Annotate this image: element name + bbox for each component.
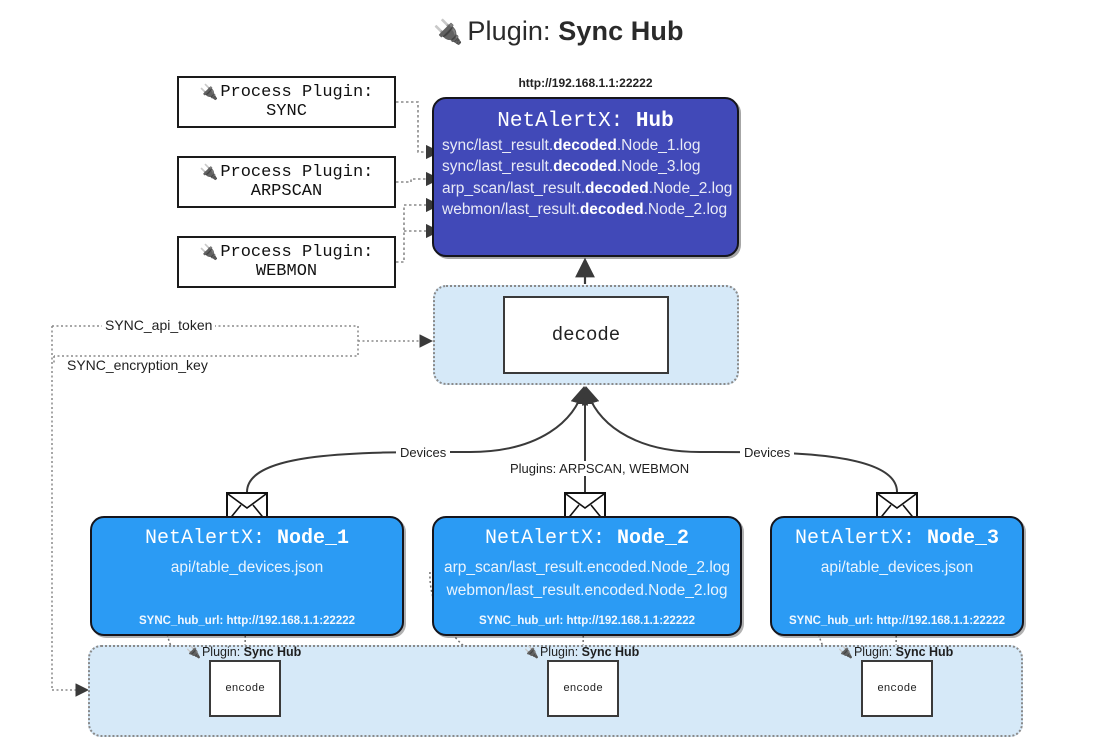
node-hub-url: SYNC_hub_url: http://192.168.1.1:22222 — [478, 615, 696, 627]
hub-log-line: arp_scan/last_result.decoded.Node_2.log — [442, 179, 733, 197]
edge-label-plugins-center: Plugins: ARPSCAN, WEBMON — [506, 461, 694, 476]
encode-box[interactable]: encode — [861, 660, 933, 717]
node-log-line: arp_scan/last_result.encoded.Node_2.log — [443, 559, 731, 576]
node-log-line: webmon/last_result.encoded.Node_2.log — [446, 582, 728, 599]
node-box-node-3[interactable]: NetAlertX: Node_3 api/table_devices.json… — [770, 516, 1024, 636]
plug-icon: 🔌 — [433, 19, 464, 46]
setting-encryption-key-label: SYNC_encryption_key — [64, 357, 211, 373]
decode-box[interactable]: decode — [503, 296, 669, 374]
node-log-line: api/table_devices.json — [170, 559, 324, 576]
plug-icon: 🔌 — [186, 645, 201, 659]
node-title: NetAlertX: Node_3 — [794, 527, 1000, 550]
node-hub-url: SYNC_hub_url: http://192.168.1.1:22222 — [788, 615, 1006, 627]
hub-log-line: sync/last_result.decoded.Node_3.log — [442, 158, 701, 175]
hub-node[interactable]: NetAlertX: Hub sync/last_result.decoded.… — [432, 97, 739, 257]
process-plugin-line1: 🔌Process Plugin: — [199, 83, 374, 102]
process-plugin-line2: SYNC — [266, 102, 307, 121]
page-title: 🔌Plugin: Sync Hub — [0, 16, 1117, 47]
process-plugin-box-sync[interactable]: 🔌Process Plugin: SYNC — [177, 76, 396, 128]
process-plugin-line2: ARPSCAN — [250, 182, 323, 201]
hub-title: NetAlertX: Hub — [497, 110, 674, 133]
hub-url-label: http://192.168.1.1:22222 — [518, 76, 653, 90]
edge-label-devices-right: Devices — [740, 445, 795, 460]
process-plugin-box-webmon[interactable]: 🔌Process Plugin: WEBMON — [177, 236, 396, 288]
setting-api-token-label: SYNC_api_token — [102, 317, 216, 333]
encoder-plugin-label: 🔌Plugin: Sync Hub — [524, 645, 640, 659]
encoder-plugin-label: 🔌Plugin: Sync Hub — [186, 645, 302, 659]
plug-icon: 🔌 — [199, 245, 219, 262]
plug-icon: 🔌 — [524, 645, 539, 659]
page-title-name: Sync Hub — [558, 16, 684, 46]
hub-log-line: sync/last_result.decoded.Node_1.log — [442, 136, 701, 154]
node-box-node-2[interactable]: NetAlertX: Node_2 arp_scan/last_result.e… — [432, 516, 742, 636]
node-log-line: api/table_devices.json — [820, 559, 974, 576]
process-plugin-line2: WEBMON — [255, 262, 318, 281]
edge-label-devices-left: Devices — [396, 445, 451, 460]
plug-icon: 🔌 — [199, 165, 219, 182]
node-title: NetAlertX: Node_2 — [484, 527, 690, 550]
process-plugin-line1: 🔌Process Plugin: — [199, 243, 374, 262]
node-hub-url: SYNC_hub_url: http://192.168.1.1:22222 — [138, 615, 356, 627]
page-title-prefix: Plugin: — [467, 16, 551, 46]
node-box-node-1[interactable]: NetAlertX: Node_1 api/table_devices.json… — [90, 516, 404, 636]
process-plugin-box-arpscan[interactable]: 🔌Process Plugin: ARPSCAN — [177, 156, 396, 208]
encoder-plugin-label: 🔌Plugin: Sync Hub — [838, 645, 954, 659]
encode-box[interactable]: encode — [547, 660, 619, 717]
plug-icon: 🔌 — [199, 85, 219, 102]
node-title: NetAlertX: Node_1 — [144, 527, 350, 550]
encode-box[interactable]: encode — [209, 660, 281, 717]
hub-log-line: webmon/last_result.decoded.Node_2.log — [442, 201, 728, 218]
plug-icon: 🔌 — [838, 645, 853, 659]
process-plugin-line1: 🔌Process Plugin: — [199, 163, 374, 182]
